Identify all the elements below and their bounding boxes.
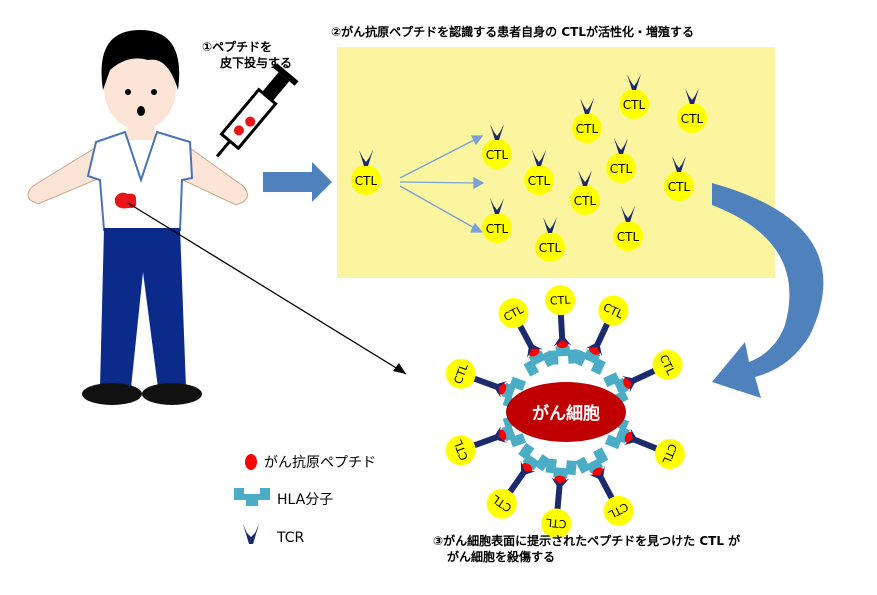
ctl-cell: CTL <box>482 124 512 169</box>
ctl-attack-unit: CTL <box>603 349 683 406</box>
hla-molecule <box>501 376 527 410</box>
ctl-cell: CTL <box>572 98 602 143</box>
ctl-attack-cell <box>545 285 576 316</box>
ctl-attack-unit: CTL <box>498 298 557 377</box>
ctl-cell-label: CTL <box>576 122 599 136</box>
ctl-cell: CTL <box>524 150 554 195</box>
ctl-attack-cell <box>486 488 517 519</box>
step3-line1: ③がん細胞表面に提示されたペプチドを見つけた CTL が <box>433 534 741 548</box>
step1-line2: 皮下投与する <box>220 56 293 70</box>
shirt <box>86 130 194 231</box>
step3-line2: がん細胞を殺傷する <box>447 550 556 564</box>
ctl-cell: CTL <box>535 217 565 262</box>
hla-molecule <box>547 345 579 365</box>
legend-tcr-label: TCR <box>277 530 305 546</box>
ctl-attack-cell <box>598 295 629 326</box>
ctl-cell-label: CTL <box>617 230 640 244</box>
hla-molecule <box>603 372 629 406</box>
ctl-attack-unit: CTL <box>445 414 527 466</box>
hla-molecule <box>604 416 630 450</box>
step1-line1: ①ペプチドを <box>202 40 273 54</box>
ctl-attack-cell <box>654 438 685 469</box>
ctl-cell-label: CTL <box>623 98 646 112</box>
flow-arrow-curved <box>712 183 824 398</box>
tcr-legend-icon <box>243 524 259 544</box>
ctl-cell: CTL <box>677 88 707 133</box>
step2-title: ②がん抗原ペプチドを認識する患者自身の CTLが活性化・増殖する <box>331 25 694 39</box>
ctl-cell-label: CTL <box>668 180 691 194</box>
tcr-receptor <box>551 476 570 512</box>
ctl-attack-unit: CTL <box>545 285 579 365</box>
ctl-attack-cell <box>445 358 476 389</box>
tcr-receptor <box>506 460 536 496</box>
ctl-attack-unit: CTL <box>572 295 629 375</box>
patient-figure <box>27 30 248 405</box>
ctl-attack-cell <box>603 495 634 526</box>
ctl-cell-label: CTL <box>528 174 551 188</box>
pointer-arrow <box>127 202 407 375</box>
tcr-receptor <box>516 322 543 358</box>
ctl-attack-unit: CTL <box>604 416 685 469</box>
ctl-cell-label: CTL <box>486 222 509 236</box>
ctl-attack-unit: CTL <box>575 447 634 526</box>
ctl-cell: CTL <box>613 206 643 251</box>
legend-hla-label: HLA分子 <box>277 492 334 508</box>
ctl-attack-cell <box>652 349 683 380</box>
hla-legend-icon <box>234 488 270 506</box>
cancer-cell <box>506 382 626 442</box>
ctl-attack-cell <box>498 298 529 329</box>
ctl-cell: CTL <box>619 74 649 119</box>
patient-head <box>104 46 176 130</box>
hla-molecule <box>572 349 606 375</box>
ctl-cell-label: CTL <box>681 112 704 126</box>
ctl-cell-label: CTL <box>355 174 378 188</box>
cancer-cell-label: がん細胞 <box>532 403 600 424</box>
ctl-cell-label: CTL <box>545 516 567 531</box>
tcr-receptor <box>553 311 572 347</box>
hla-molecule <box>575 447 609 474</box>
ctl-attack-unit: CTL <box>541 458 577 539</box>
tcr-receptor <box>471 374 508 398</box>
pants <box>100 228 186 388</box>
ctl-cell-initial: CTL <box>351 150 381 195</box>
ctl-attack-unit: CTL <box>486 442 551 519</box>
ctl-cell: CTL <box>664 156 694 201</box>
ctl-cell-label: CTL <box>539 241 562 255</box>
ctl-cell-label: CTL <box>610 162 633 176</box>
ctl-cell-label: CTL <box>574 194 597 208</box>
ctl-attack-unit: CTL <box>445 358 527 410</box>
legend-peptide-label: がん抗原ペプチド <box>264 455 376 471</box>
ctl-cell-label: CTL <box>486 148 509 162</box>
ctl-cell: CTL <box>606 138 636 183</box>
step3-title: ③がん細胞表面に提示されたペプチドを見つけた CTL ががん細胞を殺傷する <box>433 533 740 565</box>
syringe-icon <box>215 63 299 158</box>
flow-arrow-right <box>263 162 332 202</box>
ctl-population: CTL CTL CTL CTL CTL CTL CTL CTL CTL CTL … <box>351 74 707 262</box>
ctl-cell-label: CTL <box>550 294 572 308</box>
tcr-receptor <box>589 466 616 502</box>
hla-molecule <box>545 458 577 479</box>
ctl-cell: CTL <box>482 198 512 243</box>
tcr-receptor <box>623 428 660 453</box>
tcr-receptor <box>471 426 508 450</box>
ctl-attack-cell <box>445 435 476 466</box>
tcr-receptor <box>622 367 658 393</box>
ctl-cell: CTL <box>570 170 600 215</box>
hla-molecule <box>501 414 527 448</box>
peptide-legend-icon <box>245 454 257 470</box>
step1-title: ①ペプチドを皮下投与する <box>202 39 292 71</box>
ctl-attack-cell <box>541 508 572 539</box>
hair <box>101 30 180 90</box>
tcr-receptor <box>585 320 611 356</box>
proliferation-arrows <box>399 135 485 233</box>
